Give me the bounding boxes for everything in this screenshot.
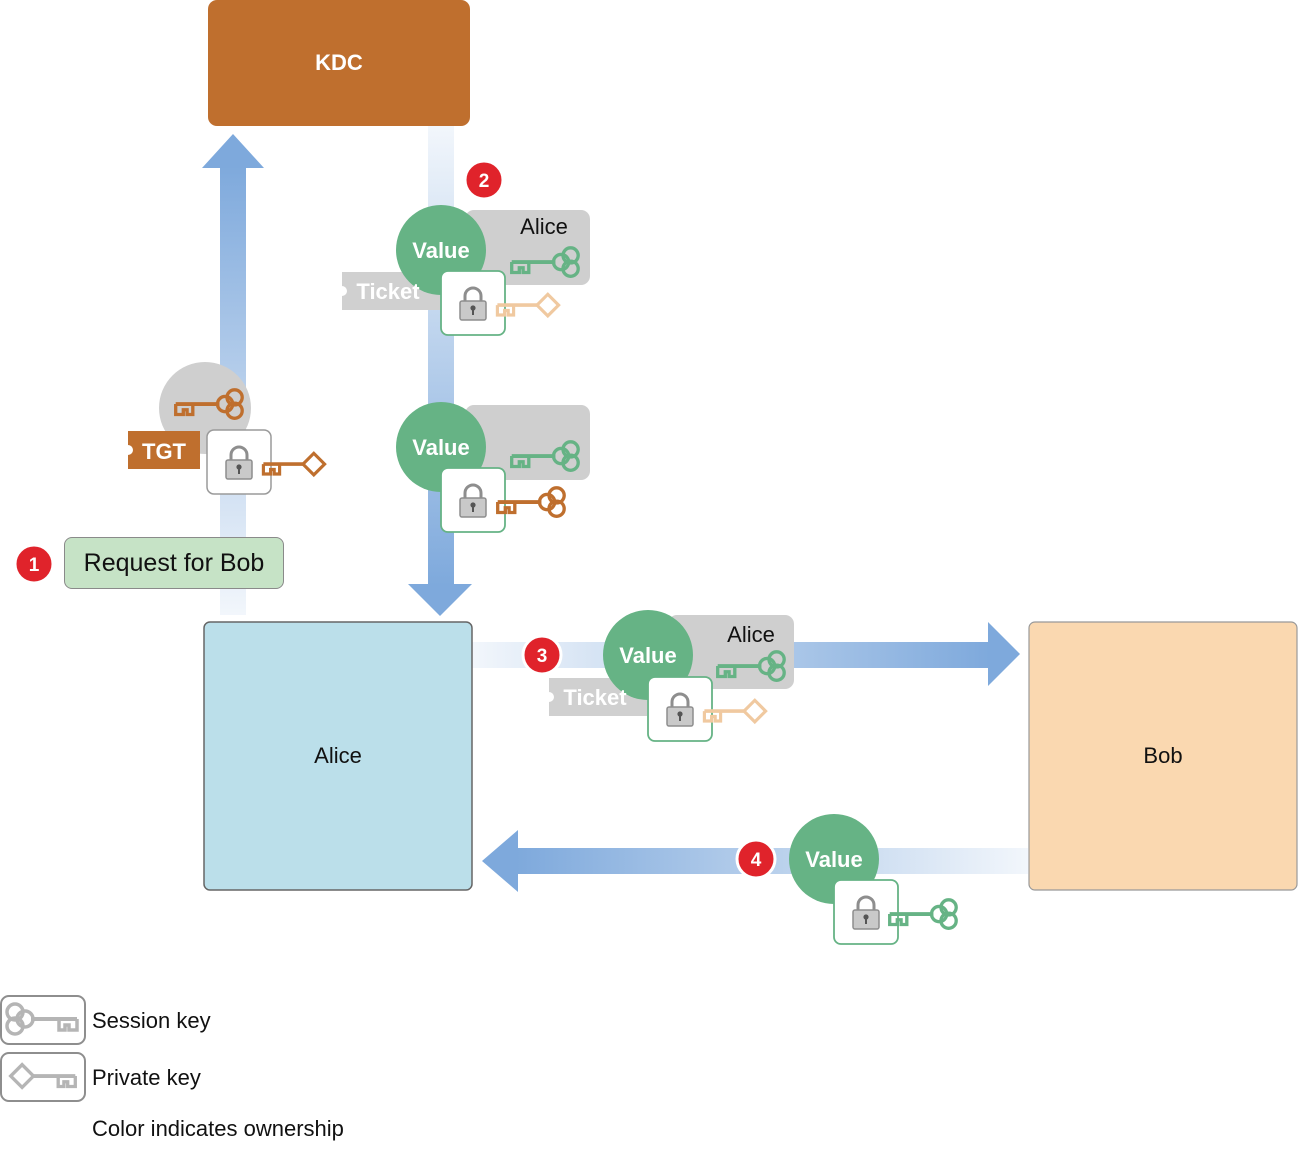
step-badge-3 xyxy=(521,634,563,676)
step-badge-2 xyxy=(463,159,505,201)
tgt-label: TGT xyxy=(142,439,187,464)
legend-session-key xyxy=(0,995,86,1045)
tgt-ticket-tag xyxy=(128,431,200,469)
step2-value-label-2: Value xyxy=(412,435,469,460)
alice-label: Alice xyxy=(314,743,362,768)
step3-ticket-label: Ticket xyxy=(563,685,627,710)
bob-label: Bob xyxy=(1143,743,1183,768)
owner-card xyxy=(465,405,590,480)
legend-private-key-label: Private key xyxy=(92,1065,201,1090)
step4-value-label: Value xyxy=(805,847,862,872)
private-key-icon xyxy=(261,451,327,477)
step-number-3: 3 xyxy=(537,646,548,667)
private-key-icon xyxy=(495,292,561,318)
arrow-kdc-to-alice xyxy=(408,126,472,616)
private-key-icon xyxy=(702,698,768,724)
step3-owner-label: Alice xyxy=(727,622,775,647)
step2-owner-label: Alice xyxy=(520,214,568,239)
legend-ownership-note: Color indicates ownership xyxy=(92,1116,344,1141)
legend-session-key-label: Session key xyxy=(92,1008,211,1033)
step2-ticket-label: Ticket xyxy=(356,279,420,304)
step-number-4: 4 xyxy=(751,850,762,871)
legend-private-key xyxy=(0,1052,86,1102)
step-number-2: 2 xyxy=(479,171,490,192)
step-badge-4 xyxy=(735,838,777,880)
step-badge-1 xyxy=(13,543,55,585)
owner-card xyxy=(465,210,590,285)
session-key-icon xyxy=(887,897,959,931)
session-key-icon xyxy=(495,485,567,519)
step2-ticket-bundle xyxy=(342,205,590,336)
step2-value-label: Value xyxy=(412,238,469,263)
request-for-bob-label: Request for Bob xyxy=(64,537,284,589)
step-number-1: 1 xyxy=(29,555,40,576)
step3-value-label: Value xyxy=(619,643,676,668)
kdc-node xyxy=(208,0,470,126)
bob-node xyxy=(1028,621,1298,891)
alice-node xyxy=(203,621,473,891)
step3-ticket-bundle xyxy=(549,610,794,742)
step1-tgt-bundle xyxy=(128,362,327,495)
kdc-label: KDC xyxy=(315,50,363,75)
step4-response-bundle xyxy=(789,814,959,945)
step2-session-bundle xyxy=(396,402,590,533)
